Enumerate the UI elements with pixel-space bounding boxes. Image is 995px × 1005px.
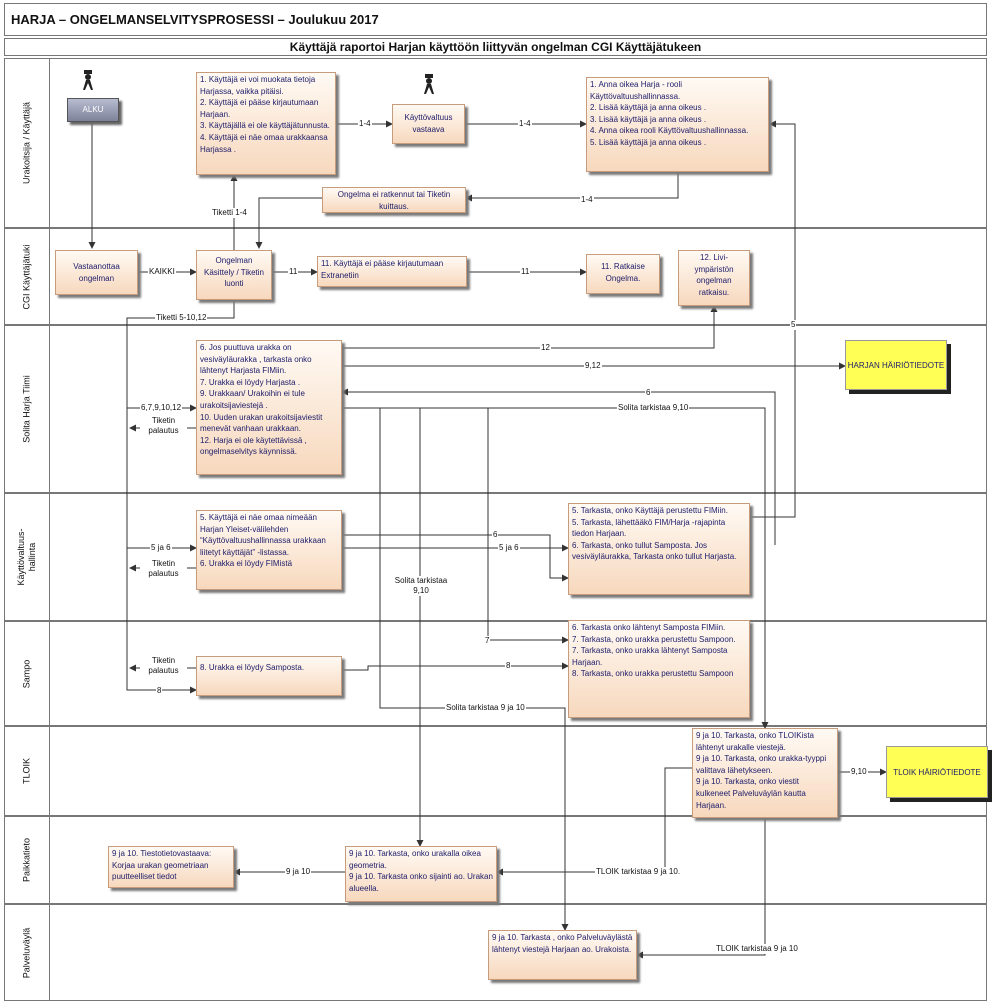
person-icon xyxy=(83,70,93,90)
kayttovaltuus-vastaava-box: Käyttövaltuus vastaava xyxy=(392,104,465,144)
grant-rights-box: 1. Anna oikea Harja - rooli Käyttövaltuu… xyxy=(586,77,769,172)
flow-label: Solita tarkistaa 9 ja 10 xyxy=(445,703,526,713)
flow-label: Tiketti 1-4 xyxy=(211,208,248,218)
lane-urakoitsija: Urakoitsija / Käyttäjä xyxy=(4,58,987,228)
not-resolved-box: Ongelma ei ratkennut tai Tiketin kuittau… xyxy=(322,187,466,213)
flow-label: KAIKKI xyxy=(148,267,176,277)
flow-label: 8 xyxy=(505,661,512,671)
flow-label: Solita tarkistaa 9,10 xyxy=(617,403,690,413)
flow-label: 6 xyxy=(645,388,652,398)
flow-label: Tiketin palautus xyxy=(140,559,187,579)
lane-cgi: CGI Käyttäjätuki xyxy=(4,228,987,325)
flow-label: 1-4 xyxy=(580,195,594,205)
service-bus-check-box: 9 ja 10. Tarkasta , onko Palveluväylästä… xyxy=(488,930,637,980)
flow-label: 6 xyxy=(492,530,499,540)
lane-sampo: Sampo xyxy=(4,621,987,726)
person-icon xyxy=(424,74,434,94)
harja-disruption-notice: HARJAN HÄIRIÖTIEDOTE xyxy=(845,340,947,390)
tloik-disruption-notice: TLOIK HÄIRIÖTIEDOTE xyxy=(886,746,988,798)
flow-label: 12 xyxy=(540,343,551,353)
flow-label: 1-4 xyxy=(358,119,372,129)
solita-cases-box: 6. Jos puuttuva urakka on vesiväyläurakk… xyxy=(196,340,342,475)
flow-label: 5 ja 6 xyxy=(150,543,172,553)
flow-label: 6,7,9,10,12 xyxy=(140,403,183,413)
flow-label: 8 xyxy=(156,686,163,696)
flow-label: Tiketti 5-10,12 xyxy=(155,313,208,323)
solve-issue-box: 11. Ratkaise Ongelma. xyxy=(586,254,660,294)
flow-label: 9,12 xyxy=(584,361,602,371)
tloik-checks-box: 9 ja 10. Tarkasta, onko TLOIKista lähten… xyxy=(692,728,838,818)
lane-palveluvayla: Palveluväylä xyxy=(4,904,987,1001)
flow-label: TLOIK tarkistaa 9 ja 10 xyxy=(715,944,799,954)
lane-solita: Solita Harja Tiimi xyxy=(4,325,987,493)
flow-label: Solita tarkistaa 9,10 xyxy=(388,576,454,596)
sampo-checks-box: 6. Tarkasta onko lähtenyt Samposta FIMii… xyxy=(568,620,750,718)
lane-kayttovaltuus: Käyttövaltuus-hallinta xyxy=(4,493,987,621)
flow-label: TLOIK tarkistaa 9 ja 10. xyxy=(595,867,682,877)
livi-environment-box: 12. Livi-ympäristön ongelman ratkaisu. xyxy=(678,250,750,306)
sampo-case-box: 8. Urakka ei löydy Samposta. xyxy=(196,656,342,696)
page-title: HARJA – ONGELMANSELVITYSPROSESSI – Joulu… xyxy=(4,3,987,36)
flow-label: 5 xyxy=(790,320,797,330)
flow-label: 11 xyxy=(520,267,531,277)
kvh-cases-box: 5. Käyttäjä ei näe omaa nimeään Harjan Y… xyxy=(196,510,342,590)
geometry-checks-box: 9 ja 10. Tarkasta, onko urakalla oikea g… xyxy=(345,846,497,902)
flow-label: 9 ja 10 xyxy=(285,867,312,877)
user-issues-box: 1. Käyttäjä ei voi muokata tietoja Harja… xyxy=(196,72,336,175)
receive-issue-box: Vastaanottaa ongelman xyxy=(55,250,138,295)
road-data-owner-box: 9 ja 10. Tiestotietovastaava: Korjaa ura… xyxy=(108,846,234,888)
flow-label: 11 xyxy=(288,267,299,277)
flow-label: Tiketin palautus xyxy=(140,656,187,676)
flow-label: Tiketin palautus xyxy=(140,416,187,436)
handling-ticket-box: Ongelman Käsittely / Tiketin luonti xyxy=(196,250,272,300)
page-subtitle: Käyttäjä raportoi Harjan käyttöön liitty… xyxy=(4,38,987,56)
start-node: ALKU xyxy=(67,98,119,122)
flow-label: 5 ja 6 xyxy=(498,543,520,553)
extranet-login-box: 11. Käyttäjä ei pääse kirjautumaan Extra… xyxy=(317,256,467,287)
lane-paikkatieto: Paikkatieto xyxy=(4,816,987,904)
flow-label: 1-4 xyxy=(518,119,532,129)
kvh-checks-box: 5. Tarkasta, onko Käyttäjä perustettu FI… xyxy=(568,503,750,595)
flow-label: 9,10 xyxy=(850,767,868,777)
flow-label: 7 xyxy=(484,636,491,646)
